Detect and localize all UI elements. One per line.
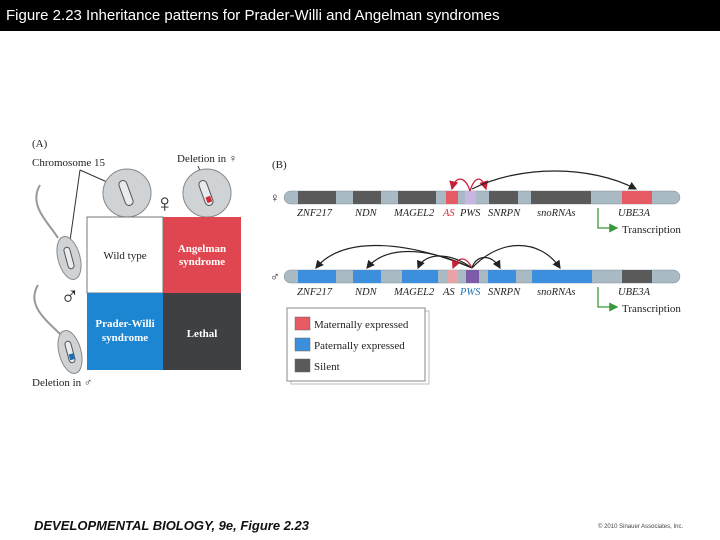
gene-label: ZNF217 xyxy=(297,208,333,219)
grid-prader-line2: syndrome xyxy=(102,332,148,344)
gene-label: SNRPN xyxy=(488,208,521,219)
maternal-arc-red xyxy=(449,178,471,192)
legend-swatch-silent xyxy=(294,358,311,373)
legend-label-paternal: Paternally expressed xyxy=(314,340,405,352)
transcription-label-paternal: Transcription xyxy=(622,303,681,315)
gene-label: NDN xyxy=(354,287,378,298)
cell-lethal xyxy=(163,293,241,370)
egg-cell-normal xyxy=(102,168,152,218)
figure-title: Figure 2.23 Inheritance patterns for Pra… xyxy=(6,7,500,24)
maternal-gene-labels: ZNF217 NDN MAGEL2 AS PWS SNRPN snoRNAs U… xyxy=(297,208,651,219)
gene-label: MAGEL2 xyxy=(393,287,435,298)
grid-angelman-line1: Angelman xyxy=(178,243,226,255)
male-symbol-b: ♂ xyxy=(270,269,280,284)
paternal-chromosome xyxy=(283,269,681,284)
legend-swatch-maternal xyxy=(294,316,311,331)
legend-label-maternal: Maternally expressed xyxy=(314,319,409,331)
egg-cell-deletion xyxy=(182,168,232,218)
grid-lethal: Lethal xyxy=(187,328,218,340)
transcription-label-maternal: Transcription xyxy=(622,224,681,236)
gene-label: snoRNAs xyxy=(537,287,576,298)
legend: Maternally expressed Paternally expresse… xyxy=(286,307,430,385)
gene-label: SNRPN xyxy=(488,287,521,298)
gene-label: NDN xyxy=(354,208,378,219)
gene-label: UBE3A xyxy=(618,287,651,298)
female-symbol-a: ♀ xyxy=(155,189,175,218)
gene-label: snoRNAs xyxy=(537,208,576,219)
gene-label: PWS xyxy=(459,287,481,298)
outcome-grid: Wild type Angelman syndrome Prader-Willi… xyxy=(86,216,241,370)
footer-source: DEVELOPMENTAL BIOLOGY, 9e, Figure 2.23 xyxy=(34,518,309,533)
paternal-arc-red xyxy=(451,258,473,270)
cell-angelman xyxy=(163,217,241,293)
transcription-arrow-maternal xyxy=(597,208,619,233)
gene-label: PWS xyxy=(459,208,481,219)
paternal-gene-labels: ZNF217 NDN MAGEL2 AS PWS SNRPN snoRNAs U… xyxy=(297,287,651,298)
gene-label: ZNF217 xyxy=(297,287,333,298)
maternal-arc-black xyxy=(471,170,638,190)
paternal-arc xyxy=(417,255,473,270)
gene-label: AS xyxy=(442,287,455,298)
sperm-cell-normal xyxy=(35,184,82,280)
panel-b-label: (B) xyxy=(272,159,287,171)
transcription-arrow-paternal xyxy=(597,287,619,312)
footer-copyright: © 2010 Sinauer Associates, Inc. xyxy=(598,524,684,530)
legend-swatch-paternal xyxy=(294,337,311,352)
grid-prader-line1: Prader-Willi xyxy=(95,318,154,330)
female-symbol-b: ♀ xyxy=(270,190,280,205)
cell-wild-type xyxy=(86,216,164,294)
legend-label-silent: Silent xyxy=(314,361,340,373)
maternal-arc-red xyxy=(469,178,489,192)
chromosome-label: Chromosome 15 xyxy=(32,157,106,169)
title-bar: Figure 2.23 Inheritance patterns for Pra… xyxy=(0,0,720,31)
deletion-male-label: Deletion in ♂ xyxy=(32,377,92,389)
grid-angelman-line2: syndrome xyxy=(179,256,225,268)
cell-prader-willi xyxy=(87,293,163,370)
paternal-arc xyxy=(471,245,561,269)
grid-wild-type: Wild type xyxy=(103,250,146,262)
gene-label: MAGEL2 xyxy=(393,208,435,219)
sperm-cell-deletion xyxy=(33,284,83,374)
panel-a-label: (A) xyxy=(32,138,48,150)
gene-label: AS xyxy=(442,208,455,219)
gene-label: UBE3A xyxy=(618,208,651,219)
male-symbol-a: ♂ xyxy=(60,282,80,311)
deletion-female-label: Deletion in ♀ xyxy=(177,153,237,165)
maternal-chromosome xyxy=(283,190,681,205)
paternal-arc xyxy=(471,256,501,270)
